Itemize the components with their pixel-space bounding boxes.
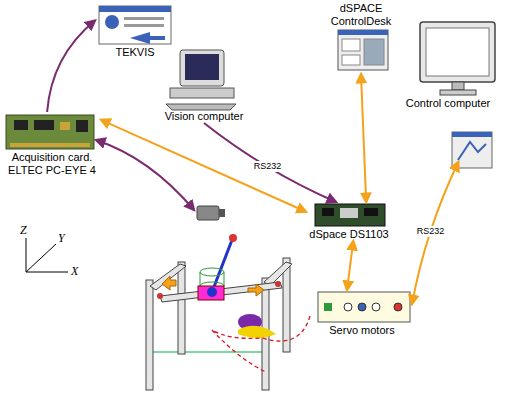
servo-box: [318, 292, 410, 322]
connector-arrow: [47, 21, 95, 113]
connector-arrow: [101, 120, 306, 212]
software-box: TEKVIS: [95, 4, 175, 59]
node-label: Control computer: [396, 97, 500, 110]
monitor-icon: [420, 22, 495, 95]
card-box: Acquisition card. ELTEC PC-EYE 4: [3, 112, 101, 177]
node-label: Vision computer: [158, 110, 250, 123]
node-label: TEKVIS: [95, 46, 175, 59]
edge-label: RS232: [252, 161, 284, 172]
connector-arrow: [412, 162, 458, 304]
board-box: dSpace DS1103: [306, 202, 392, 241]
dspace-board: [315, 204, 385, 226]
connector-arrow: [347, 241, 353, 290]
node-label: dSPACE ControlDesk: [326, 2, 396, 28]
edge-label: RS232: [415, 226, 447, 237]
software-icon: [99, 6, 171, 44]
camera-link: [96, 140, 194, 210]
servo-box: Servo motors: [312, 290, 412, 337]
computer-box: Control computer: [396, 20, 500, 162]
acquisition-board: [6, 115, 94, 149]
pc-icon: [166, 50, 236, 110]
computer-box: Vision computer: [158, 48, 250, 123]
software-icon: [338, 30, 388, 70]
axis-label: Y: [58, 232, 65, 245]
node-label: Acquisition card. ELTEC PC-EYE 4: [3, 151, 101, 177]
axis-label: Z: [20, 224, 27, 237]
node-label: Servo motors: [312, 324, 412, 337]
software-box: dSPACE ControlDesk: [326, 2, 396, 74]
connector-arrow: [361, 74, 366, 202]
axis-label: X: [71, 265, 78, 278]
node-label: dSpace DS1103: [306, 228, 392, 241]
robot: [146, 234, 310, 390]
connector-arrow: [204, 123, 336, 202]
camera: [197, 206, 225, 220]
